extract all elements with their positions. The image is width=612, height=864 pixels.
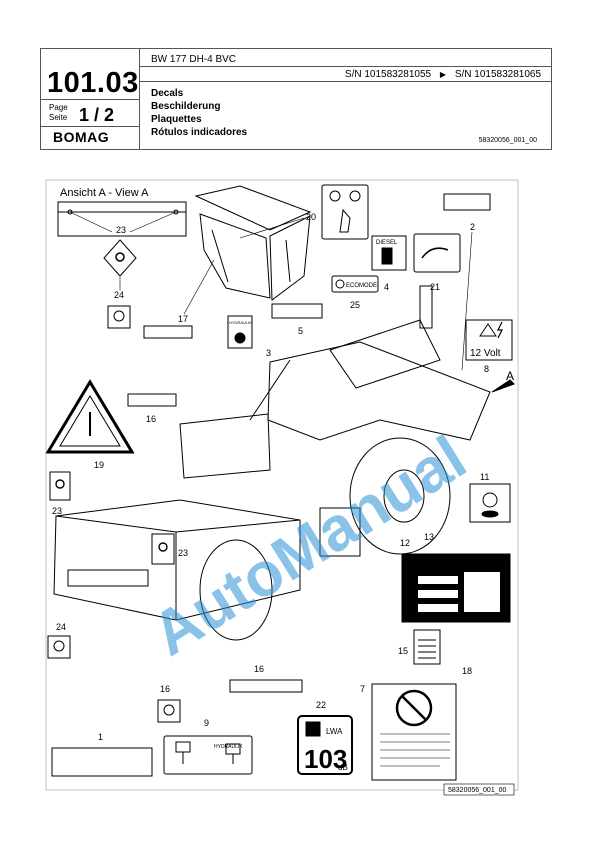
cabin-drawing <box>194 185 312 301</box>
lift-point-decal-a <box>103 239 137 277</box>
blank-decal-17 <box>143 325 193 339</box>
page-label: Page <box>49 103 68 112</box>
callout-20: 20 <box>306 212 316 222</box>
callout-5: 5 <box>298 326 303 336</box>
hydraulic-oil-decal <box>227 315 253 349</box>
page-label-de: Seite <box>49 113 68 122</box>
sound-level-decal <box>297 715 353 775</box>
callout-24a: 24 <box>114 290 124 300</box>
callout-16b: 16 <box>160 684 170 694</box>
header-doc-ref: 58320056_001_00 <box>478 137 537 144</box>
callout-25: 25 <box>350 300 360 310</box>
page-number: 101.03 <box>47 67 139 99</box>
ecomode-label: ECOMODE <box>346 283 377 289</box>
serial-from: S/N 101583281055 <box>344 69 432 80</box>
title-fr: Plaquettes <box>151 114 202 125</box>
header-divider-vertical <box>139 49 140 149</box>
footer-ref-box <box>443 783 515 796</box>
callout-9: 9 <box>204 718 209 728</box>
roller-machine-drawing <box>53 285 491 641</box>
blank-decal-1 <box>51 747 153 777</box>
blank-decal-5a <box>271 303 323 319</box>
callout-12: 12 <box>400 538 410 548</box>
callout-23c: 23 <box>178 548 188 558</box>
page-fraction: 1 / 2 <box>79 105 115 125</box>
view-arrow-icon <box>491 379 515 393</box>
view-marker: A <box>506 369 514 383</box>
callout-21: 21 <box>430 282 440 292</box>
figure-frame <box>45 179 519 791</box>
12-volt-label: 12 Volt <box>470 348 501 359</box>
diesel-decal <box>371 235 407 271</box>
callout-1: 1 <box>98 732 103 742</box>
title-de: Beschilderung <box>151 101 221 112</box>
model-name: BW 177 DH-4 BVC <box>151 54 237 65</box>
callout-18: 18 <box>462 666 472 676</box>
view-a-inset <box>57 201 187 237</box>
maintenance-decal <box>413 629 441 665</box>
db-unit: dB <box>338 763 348 772</box>
callout-16c: 16 <box>254 664 264 674</box>
no-entry-warning-decal <box>371 683 457 781</box>
serial-range: S/N 101583281055 ▶ S/N 101583281065 <box>345 69 541 80</box>
callout-11: 11 <box>480 472 489 482</box>
callout-16a: 16 <box>146 414 156 424</box>
blank-decal-22 <box>229 679 303 693</box>
header-divider-pagefrac <box>41 126 139 127</box>
watermark-text: AutoManual <box>140 423 477 670</box>
serial-to: S/N 101583281065 <box>454 69 541 80</box>
refuel-decal <box>469 483 511 523</box>
joystick-decal <box>321 184 369 240</box>
callout-8: 8 <box>484 364 489 374</box>
callout-22: 22 <box>316 700 326 710</box>
crush-warning-triangle-decal <box>45 379 135 454</box>
hydraulik-small-label: HYDRAULIK <box>214 744 243 750</box>
hydraulik-label: HYDRAULIK <box>229 320 252 325</box>
view-label: Ansicht A - View A <box>60 187 149 199</box>
lwa-label: LWA <box>326 727 343 736</box>
callout-23b: 23 <box>52 506 62 516</box>
callout-15: 15 <box>398 646 408 656</box>
callout-23a: 23 <box>116 225 126 235</box>
hydraulic-hand-decal <box>413 233 461 273</box>
title-list: Decals Beschilderung Plaquettes Rótulos … <box>151 87 247 139</box>
callout-7: 7 <box>360 684 365 694</box>
serial-arrow-icon: ▶ <box>439 70 447 79</box>
blank-decal-16 <box>127 393 177 407</box>
diesel-label: DIESEL <box>376 240 398 246</box>
header-divider-model <box>139 66 551 67</box>
callout-3: 3 <box>266 348 271 358</box>
callout-24b: 24 <box>56 622 66 632</box>
blank-decal-2 <box>443 193 491 211</box>
header-divider-pagenum <box>41 99 139 100</box>
lift-point-decal-c <box>151 533 175 565</box>
callout-13: 13 <box>424 532 434 542</box>
type-plate-decal <box>401 553 511 623</box>
tie-down-decal-b <box>47 635 71 659</box>
header-divider-serial <box>139 81 551 82</box>
callout-4: 4 <box>384 282 389 292</box>
title-es: Rótulos indicadores <box>151 127 248 138</box>
db-value: 103 <box>304 744 347 774</box>
callout-19: 19 <box>94 460 104 470</box>
callout-17: 17 <box>178 314 188 324</box>
tie-down-decal-c <box>157 699 181 723</box>
header-block: 101.03 Page Seite 1 / 2 BOMAG BW 177 DH-… <box>40 48 552 150</box>
lift-point-decal-b <box>49 471 71 501</box>
callout-2: 2 <box>470 222 475 232</box>
title-en: Decals <box>151 88 184 99</box>
fluid-fill-decal <box>163 735 253 775</box>
brand-logo: BOMAG <box>53 129 110 145</box>
12-volt-warning-decal <box>465 319 513 361</box>
tie-down-decal-a <box>107 305 131 329</box>
footer-doc-ref: 58320056_001_00 <box>448 787 507 794</box>
ecomode-decal <box>331 275 379 293</box>
